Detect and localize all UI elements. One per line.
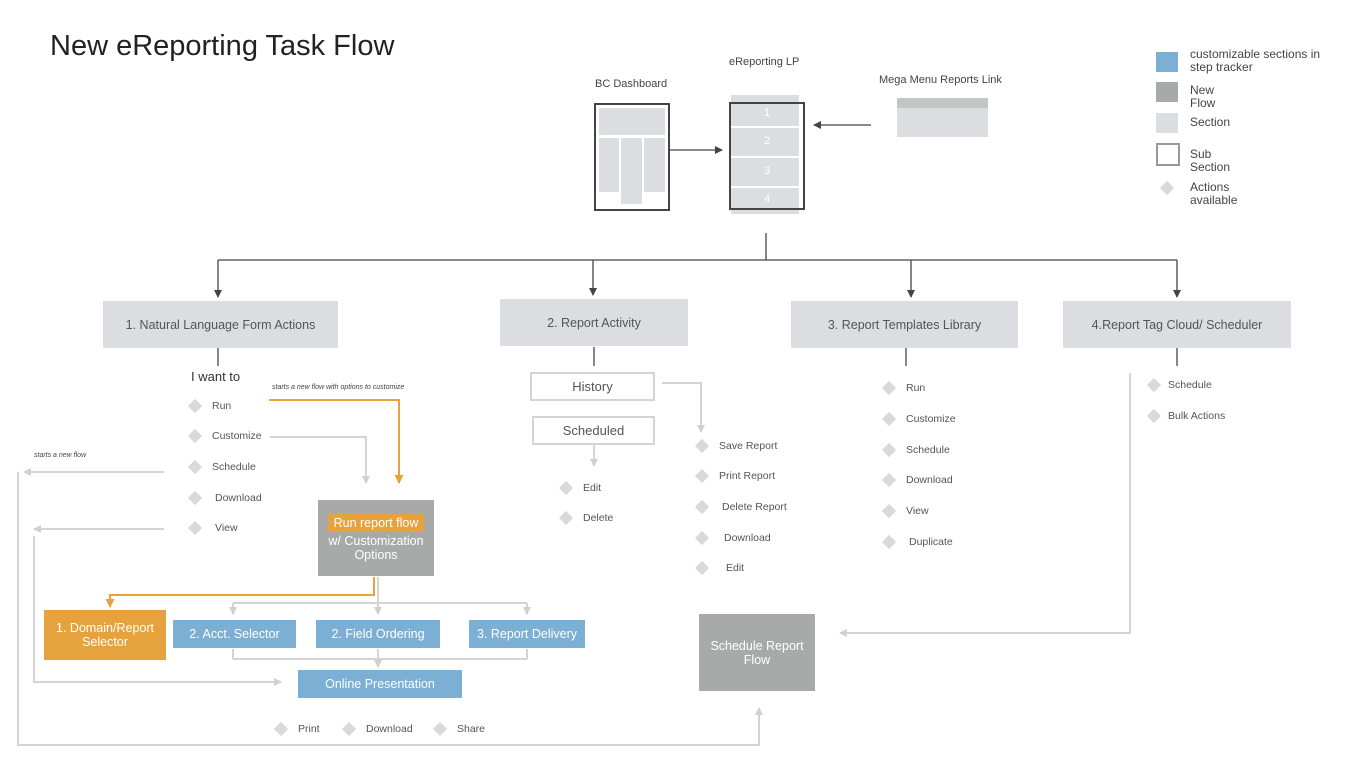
wireframe-block bbox=[599, 138, 619, 192]
legend-label-new-flow: New Flow bbox=[1190, 83, 1216, 110]
wireframe-block bbox=[621, 138, 642, 204]
legend-label-customizable: customizable sections in step tracker bbox=[1190, 47, 1321, 74]
mega-menu-label: Mega Menu Reports Link bbox=[879, 74, 1002, 86]
lp-section-3: 3 bbox=[731, 158, 803, 188]
ereporting-lp-label: eReporting LP bbox=[729, 56, 800, 68]
step-field-ordering[interactable]: 2. Field Ordering bbox=[316, 620, 440, 648]
diamond-icon bbox=[881, 380, 897, 396]
diamond-icon bbox=[881, 534, 897, 550]
action-run[interactable]: Run bbox=[187, 398, 231, 414]
diamond-icon bbox=[558, 480, 574, 496]
i-want-to-label: I want to bbox=[191, 369, 241, 384]
action-customize[interactable]: Customize bbox=[187, 428, 262, 444]
diamond-icon bbox=[1146, 408, 1162, 424]
tag-action-schedule[interactable]: Schedule bbox=[1146, 377, 1212, 393]
diamond-icon bbox=[558, 510, 574, 526]
bc-dashboard-wireframe[interactable] bbox=[594, 103, 670, 211]
action-schedule[interactable]: Schedule bbox=[187, 459, 256, 475]
history-action-edit[interactable]: Edit bbox=[694, 560, 744, 576]
section-templates-library[interactable]: 3. Report Templates Library bbox=[791, 301, 1018, 348]
scheduled-action-delete[interactable]: Delete bbox=[558, 510, 613, 526]
diamond-icon bbox=[341, 721, 357, 737]
diamond-icon bbox=[1146, 377, 1162, 393]
diamond-icon bbox=[881, 503, 897, 519]
step-domain-selector[interactable]: 1. Domain/Report Selector bbox=[44, 610, 166, 660]
history-action-download[interactable]: Download bbox=[694, 530, 771, 546]
subsection-history[interactable]: History bbox=[530, 372, 655, 401]
bc-dashboard-label: BC Dashboard bbox=[595, 78, 668, 90]
diamond-icon bbox=[187, 520, 203, 536]
diamond-icon bbox=[694, 499, 710, 515]
lp-section-1: 1 bbox=[731, 104, 803, 128]
diamond-icon bbox=[694, 468, 710, 484]
step-online-presentation[interactable]: Online Presentation bbox=[298, 670, 462, 698]
section-tag-cloud-scheduler[interactable]: 4.Report Tag Cloud/ Scheduler bbox=[1063, 301, 1291, 348]
run-report-flow-subtitle: w/ Customization Options bbox=[328, 534, 424, 562]
template-action-run[interactable]: Run bbox=[881, 380, 925, 396]
step-report-delivery[interactable]: 3. Report Delivery bbox=[469, 620, 585, 648]
legend-swatch-new-flow bbox=[1156, 82, 1178, 102]
mega-menu-bar bbox=[897, 98, 988, 108]
diamond-icon bbox=[187, 398, 203, 414]
online-action-share[interactable]: Share bbox=[432, 721, 485, 737]
step-acct-selector[interactable]: 2. Acct. Selector bbox=[173, 620, 296, 648]
wireframe-block bbox=[644, 138, 665, 192]
template-action-duplicate[interactable]: Duplicate bbox=[881, 534, 953, 550]
ereporting-lp-back bbox=[731, 95, 799, 214]
legend-label-actions: Actions available bbox=[1190, 180, 1238, 207]
legend-swatch-section bbox=[1156, 113, 1178, 133]
scheduled-action-edit[interactable]: Edit bbox=[558, 480, 601, 496]
history-action-print[interactable]: Print Report bbox=[694, 468, 775, 484]
diamond-icon bbox=[694, 530, 710, 546]
run-report-flow-box[interactable]: Run report flow w/ Customization Options bbox=[318, 500, 434, 576]
note-custom-flow: starts a new flow with options to custom… bbox=[272, 384, 405, 391]
online-action-print[interactable]: Print bbox=[273, 721, 320, 737]
diamond-icon bbox=[187, 459, 203, 475]
schedule-report-flow-box[interactable]: Schedule Report Flow bbox=[699, 614, 815, 691]
lp-section-4: 4 bbox=[763, 193, 771, 205]
diamond-icon bbox=[187, 490, 203, 506]
diamond-icon bbox=[881, 442, 897, 458]
lp-section-2: 2 bbox=[731, 128, 803, 158]
ereporting-lp-wireframe[interactable]: 1 2 3 4 bbox=[729, 102, 805, 210]
diamond-icon bbox=[694, 560, 710, 576]
note-new-flow: starts a new flow bbox=[34, 452, 87, 459]
legend-swatch-sub-section bbox=[1156, 143, 1180, 166]
diamond-icon bbox=[273, 721, 289, 737]
wireframe-block bbox=[599, 108, 665, 135]
action-download[interactable]: Download bbox=[187, 490, 262, 506]
legend-swatch-customizable bbox=[1156, 52, 1178, 72]
tag-action-bulk[interactable]: Bulk Actions bbox=[1146, 408, 1225, 424]
template-action-download[interactable]: Download bbox=[881, 472, 953, 488]
diamond-icon bbox=[694, 438, 710, 454]
template-action-customize[interactable]: Customize bbox=[881, 411, 956, 427]
online-action-download[interactable]: Download bbox=[341, 721, 413, 737]
section-report-activity[interactable]: 2. Report Activity bbox=[500, 299, 688, 346]
history-action-save[interactable]: Save Report bbox=[694, 438, 777, 454]
legend-label-section: Section bbox=[1190, 115, 1231, 129]
legend-label-sub-section: Sub Section bbox=[1190, 147, 1231, 174]
diamond-icon bbox=[432, 721, 448, 737]
diamond-icon bbox=[187, 428, 203, 444]
template-action-view[interactable]: View bbox=[881, 503, 929, 519]
diamond-icon bbox=[881, 411, 897, 427]
mega-menu-wireframe[interactable] bbox=[897, 98, 988, 137]
template-action-schedule[interactable]: Schedule bbox=[881, 442, 950, 458]
diamond-icon bbox=[881, 472, 897, 488]
action-view[interactable]: View bbox=[187, 520, 238, 536]
run-report-flow-highlight: Run report flow bbox=[328, 514, 424, 532]
history-action-delete[interactable]: Delete Report bbox=[694, 499, 787, 515]
subsection-scheduled[interactable]: Scheduled bbox=[532, 416, 655, 445]
section-natural-language[interactable]: 1. Natural Language Form Actions bbox=[103, 301, 338, 348]
page-title: New eReporting Task Flow bbox=[50, 30, 395, 62]
